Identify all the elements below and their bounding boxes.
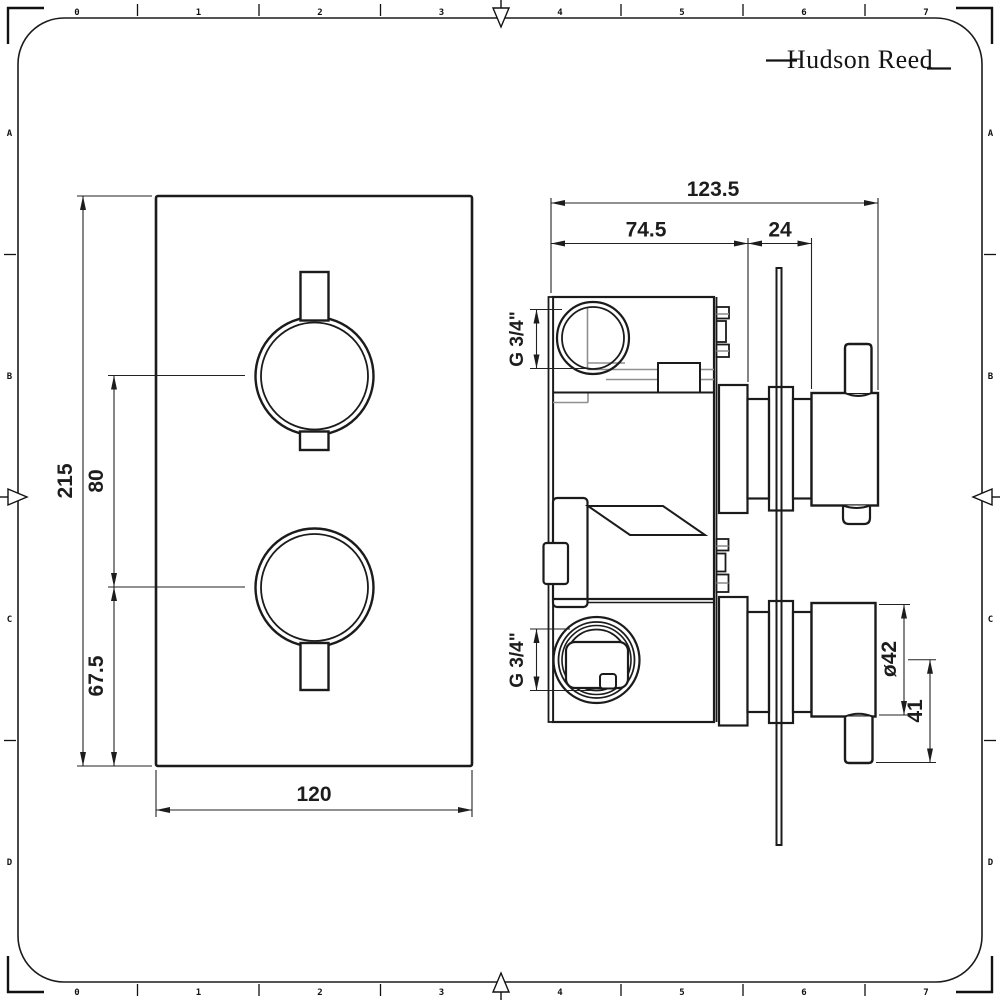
ruler-number: 0 xyxy=(74,988,79,998)
ruler-number: 4 xyxy=(557,988,563,998)
port-inner-circle xyxy=(561,306,625,370)
ruler-top-numbers: 0 1 2 3 4 5 6 7 xyxy=(74,8,928,18)
ruler-number: 4 xyxy=(557,8,563,18)
handle-body xyxy=(810,601,877,718)
ruler-letter: B xyxy=(988,372,994,382)
dim-spacing-label: 80 xyxy=(85,469,108,492)
ruler-left-letters: A B C D xyxy=(7,129,13,868)
handle-lever-down xyxy=(843,716,874,765)
ruler-letter: D xyxy=(988,858,994,868)
ruler-number: 1 xyxy=(196,8,201,18)
bottom-port xyxy=(552,615,641,705)
handle-lever-up xyxy=(843,342,873,393)
side-view: 123.5 74.5 24 G 3/4" G 3/4" ø42 41 xyxy=(507,178,936,846)
escutcheon-plate-edge xyxy=(775,267,783,846)
dim-total-depth-label: 123.5 xyxy=(687,178,740,201)
bracket-top-left xyxy=(6,6,44,44)
bottom-knob xyxy=(254,527,375,692)
ruler-number: 2 xyxy=(317,988,322,998)
logo-text: Hudson Reed xyxy=(787,45,933,74)
bracket-bottom-right xyxy=(956,956,994,994)
bottom-handle-assembly xyxy=(717,595,877,765)
handle-body xyxy=(810,391,880,507)
port-ring-3 xyxy=(561,624,632,696)
hudson-reed-logo: Hudson Reed xyxy=(766,45,951,74)
dim-top-port-label: G 3/4" xyxy=(507,311,528,366)
handle-base xyxy=(791,610,813,714)
dim-bottom-label: 67.5 xyxy=(85,655,108,696)
corner-brackets xyxy=(6,6,994,994)
port-socket-tab xyxy=(599,673,617,690)
ruler-number: 2 xyxy=(317,8,322,18)
spindle-splines-lower xyxy=(715,538,730,593)
spindle-splines-upper xyxy=(715,306,730,358)
dim-height-label: 215 xyxy=(54,463,77,498)
ruler-number: 0 xyxy=(74,8,79,18)
ruler-number: 1 xyxy=(196,988,201,998)
ruler-ticks xyxy=(4,4,996,996)
port-square-socket xyxy=(564,640,630,690)
front-view: 215 80 67.5 120 xyxy=(54,194,474,817)
center-mark-left xyxy=(0,487,29,507)
ruler-letter: A xyxy=(988,129,994,139)
ruler-letter: A xyxy=(7,129,13,139)
center-mark-bottom xyxy=(491,971,511,1000)
cartridge-nut xyxy=(657,362,701,394)
ruler-number: 7 xyxy=(923,8,928,18)
dim-body-depth-label: 74.5 xyxy=(626,219,667,242)
port-ring-2 xyxy=(557,621,636,699)
handle-stub-down xyxy=(841,505,872,526)
handle-base xyxy=(791,397,813,500)
center-mark-right xyxy=(971,487,1000,507)
ruler-number: 6 xyxy=(801,988,806,998)
ruler-number: 7 xyxy=(923,988,928,998)
lever-joint-arc xyxy=(844,712,873,718)
mounting-lug xyxy=(542,541,570,586)
port-ring-1 xyxy=(552,615,641,705)
ruler-number: 5 xyxy=(679,8,684,18)
ruler-number: 6 xyxy=(801,8,806,18)
front-view-dimensions: 215 80 67.5 120 xyxy=(54,195,473,817)
stub-joint-arc xyxy=(842,504,871,509)
top-handle-assembly xyxy=(717,342,880,526)
diverter-flap xyxy=(584,505,709,536)
center-mark-top xyxy=(491,0,511,29)
port-outer-circle xyxy=(555,300,631,376)
dim-width-label: 120 xyxy=(296,783,331,806)
knob-inner-ring xyxy=(260,533,369,642)
bracket-bottom-left xyxy=(6,956,44,994)
valve-plate xyxy=(154,194,474,768)
ruler-letter: B xyxy=(7,372,13,382)
ruler-number: 3 xyxy=(439,8,444,18)
spindle-housing xyxy=(717,595,749,727)
spindle-housing xyxy=(717,383,749,515)
top-port xyxy=(555,300,631,376)
ruler-letter: C xyxy=(988,615,993,625)
dim-handle-proj-label: 41 xyxy=(904,699,927,723)
dim-recess-label: 24 xyxy=(768,219,792,242)
ruler-letter: D xyxy=(7,858,13,868)
top-knob xyxy=(254,270,375,452)
knob-lever-bottom xyxy=(299,641,330,692)
ruler-right-letters: A B C D xyxy=(988,129,994,868)
lever-joint-arc xyxy=(844,392,872,397)
dim-handle-dia-label: ø42 xyxy=(878,641,901,677)
spindle-step xyxy=(746,397,771,500)
spindle-step xyxy=(746,610,771,714)
ruler-number: 5 xyxy=(679,988,684,998)
side-view-dimensions: 123.5 74.5 24 G 3/4" G 3/4" ø42 41 xyxy=(507,178,936,764)
knob-inner-ring xyxy=(260,321,369,431)
ruler-number: 3 xyxy=(439,988,444,998)
bracket-top-right xyxy=(956,6,994,44)
ruler-bottom-numbers: 0 1 2 3 4 5 6 7 xyxy=(74,988,928,998)
ruler-letter: C xyxy=(7,615,12,625)
dim-bottom-port-label: G 3/4" xyxy=(507,632,528,687)
knob-lever-top xyxy=(299,270,330,322)
knob-stub-bottom xyxy=(298,430,330,452)
